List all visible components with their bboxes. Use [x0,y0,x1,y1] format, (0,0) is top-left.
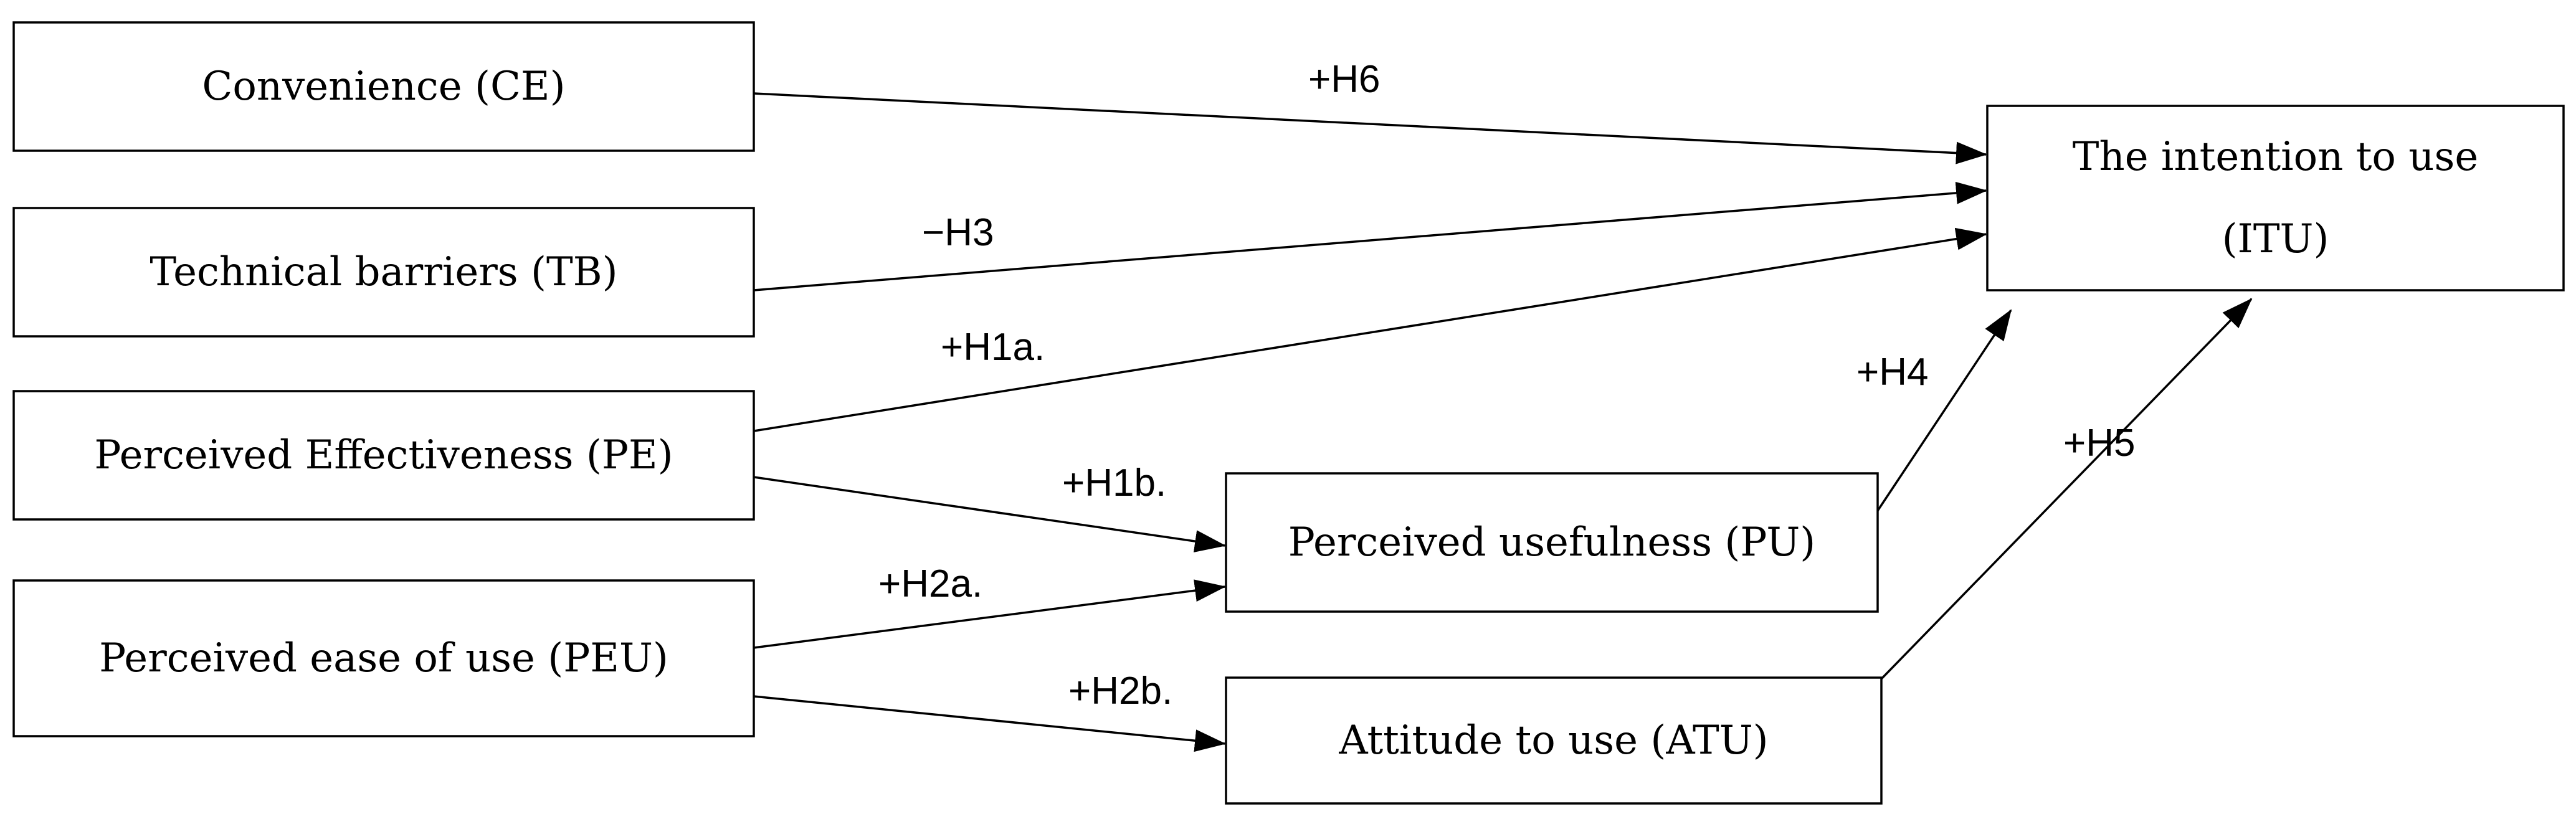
node-pe-box [12,390,755,521]
edge-atu-to-itu-arrow [1880,298,2253,680]
node-tb-label: Technical barriers (TB) [150,249,617,295]
edge-label-h6: +H6 [1308,58,1380,101]
nodes-layer: Convenience (CE) Technical barriers (TB) P… [12,21,2565,805]
edge-pe-to-itu-arrow [753,227,1987,432]
edge-label-h2b: +H2b. [1068,670,1172,713]
node-peu-box [12,579,755,737]
node-pe-label: Perceived Effectiveness (PE) [94,432,673,478]
node-peu-label: Perceived ease of use (PEU) [99,635,668,681]
edge-label-h4: +H4 [1856,351,1928,394]
edge-pe-to-pu-arrow [753,476,1226,552]
node-tb-box [12,207,755,338]
edge-ce-to-itu-arrow [753,92,1987,164]
node-tb: Technical barriers (TB) [12,207,755,338]
node-itu-label: The intention to use [2073,134,2478,180]
edge-label-h1a: +H1a. [941,326,1045,369]
edges-layer [753,92,2253,752]
edge-label-h2a: +H2a. [878,562,982,605]
node-ce-box [12,21,755,152]
node-itu-box [1986,105,2565,291]
node-atu-box [1225,676,1883,805]
node-pu: Perceived usefulness (PU) [1225,472,1879,613]
node-itu: The intention to use (ITU) [1986,105,2565,291]
node-ce: Convenience (CE) [12,21,755,152]
edge-labels-layer: +H6 −H3 +H1a. +H1b. +H2a. +H2b. +H4 +H5 [878,58,2135,713]
edge-pu-to-itu-arrow [1876,309,2012,511]
edge-label-h3: −H3 [922,211,994,254]
node-atu-label: Attitude to use (ATU) [1338,717,1768,764]
node-pu-box [1225,472,1879,613]
node-pu-label: Perceived usefulness (PU) [1288,519,1815,566]
edge-label-h5: +H5 [2063,422,2135,465]
edge-label-h1b: +H1b. [1062,462,1166,504]
node-pe: Perceived Effectiveness (PE) [12,390,755,521]
node-itu-label: (ITU) [2222,216,2329,262]
node-atu: Attitude to use (ATU) [1225,676,1883,805]
edge-peu-to-atu-arrow [753,695,1226,752]
edge-tb-to-itu-arrow [753,181,1987,291]
node-peu: Perceived ease of use (PEU) [12,579,755,737]
edge-peu-to-pu-arrow [753,579,1226,649]
node-ce-label: Convenience (CE) [202,64,565,110]
